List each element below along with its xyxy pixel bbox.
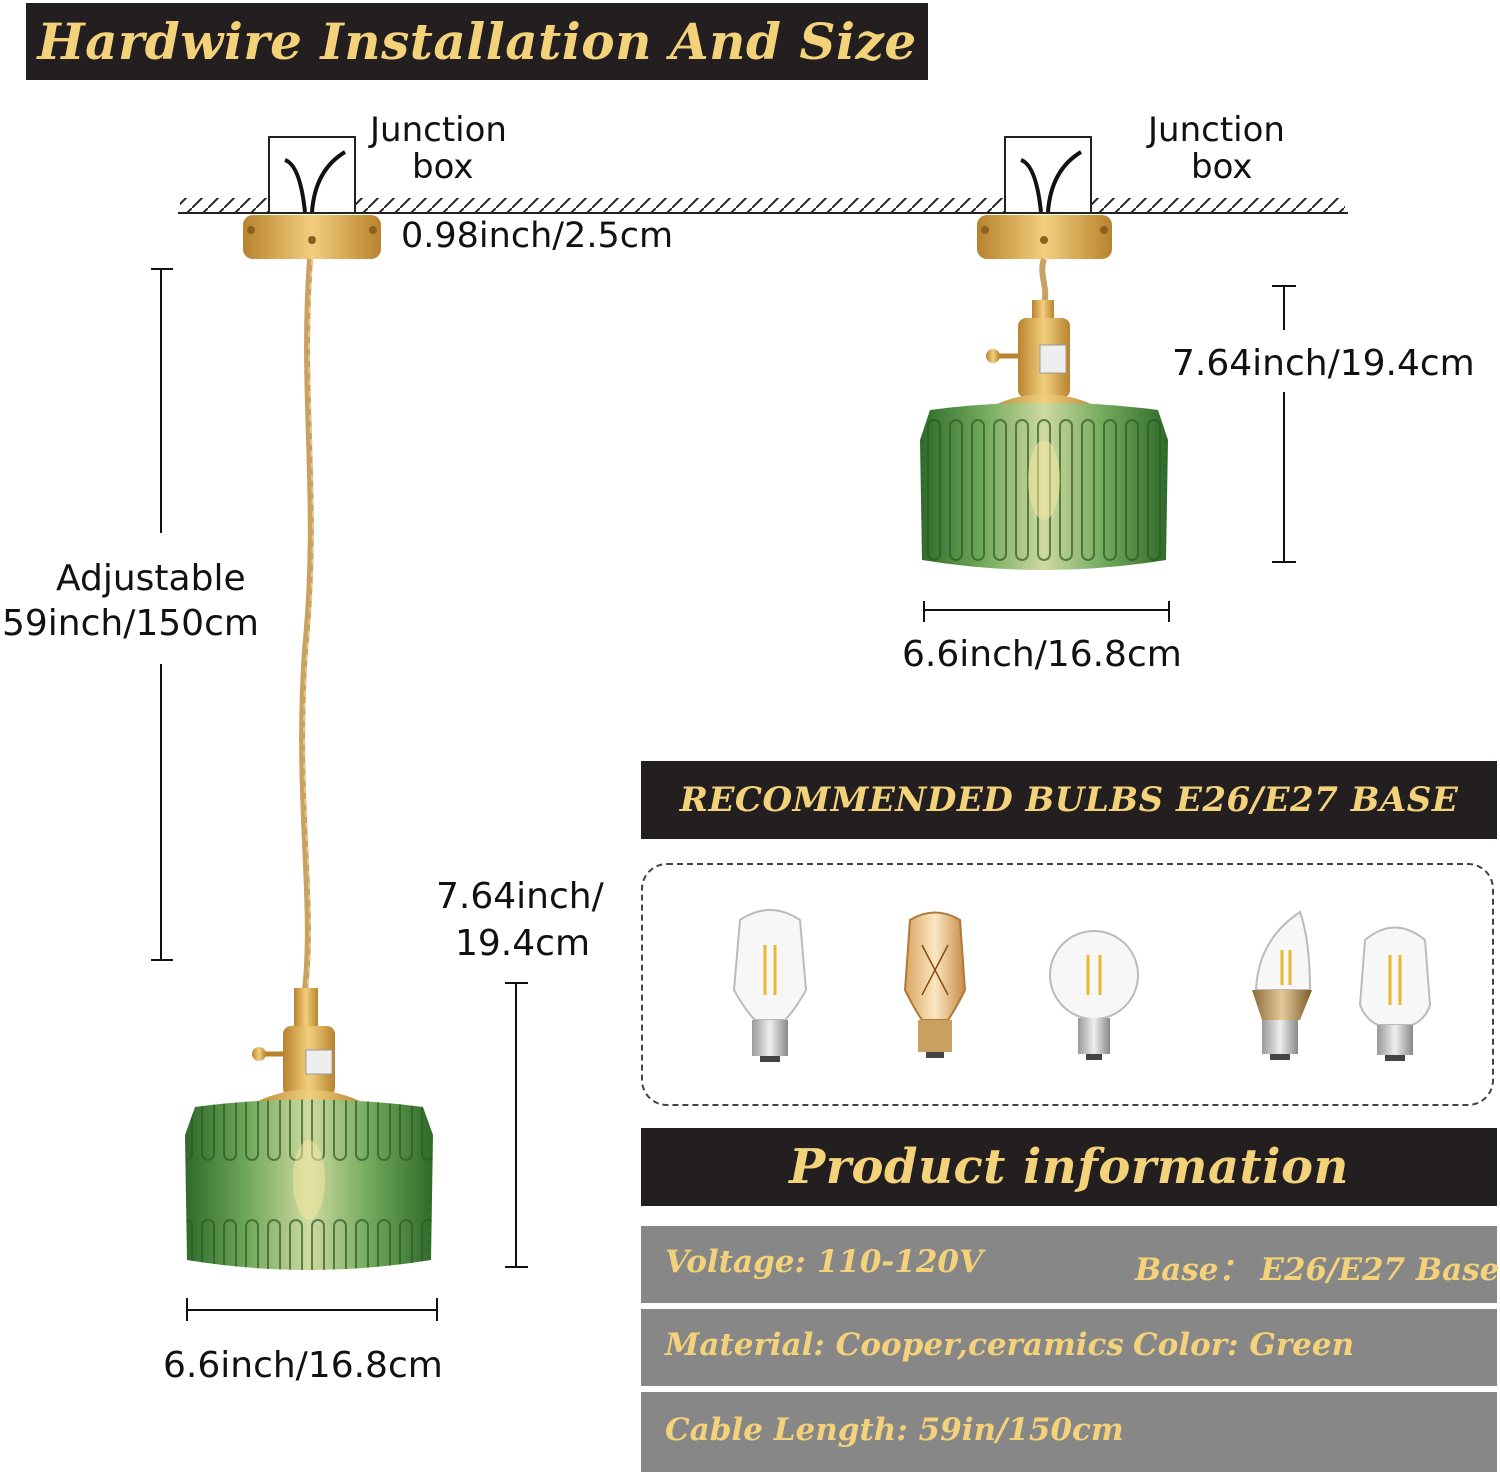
- cable-label-2: 59inch/150cm: [2, 603, 259, 644]
- left-junction-label-2: box: [412, 147, 474, 187]
- right-lamp: [920, 300, 1168, 570]
- product-info-banner: Product information: [641, 1128, 1497, 1206]
- product-info-title: Product information: [789, 1139, 1349, 1195]
- right-canopy: [977, 215, 1112, 259]
- voltage-text: Voltage: 110-120V: [665, 1244, 984, 1280]
- left-shade-height-label-2: 19.4cm: [455, 923, 591, 964]
- right-junction-label-1: Junction: [1148, 110, 1285, 150]
- base-text: Base： E26/E27 Base: [1135, 1252, 1500, 1288]
- bulb-st58-amber: [903, 911, 967, 1058]
- right-junction-label-2: box: [1191, 147, 1253, 187]
- info-row-3: Cable Length: 59in/150cm: [641, 1392, 1497, 1472]
- color-text: Color: Green: [1133, 1327, 1355, 1363]
- bulb-t45-tubular: [1358, 926, 1432, 1061]
- bulb-g25-globe: [1049, 930, 1139, 1060]
- right-junction-box: [1004, 136, 1092, 214]
- info-row-1: Voltage: 110-120V Base： E26/E27 Base: [641, 1226, 1500, 1303]
- dimension-lines: [151, 268, 1296, 1321]
- right-shade-height-label: 7.64inch/19.4cm: [1172, 343, 1475, 384]
- left-junction-box: [268, 136, 356, 214]
- left-junction-label-1: Junction: [370, 110, 507, 150]
- bulb-panel: [641, 863, 1494, 1106]
- bulb-candle: [1252, 910, 1312, 1060]
- cable-length-text: Cable Length: 59in/150cm: [665, 1412, 1124, 1448]
- left-cable: [299, 258, 314, 991]
- bulbs-title: RECOMMENDED BULBS E26/E27 BASE: [679, 780, 1459, 820]
- info-row-2: Material: Cooper,ceramics Color: Green: [641, 1309, 1497, 1386]
- right-shade-width-label: 6.6inch/16.8cm: [902, 634, 1182, 675]
- canopy-height-label: 0.98inch/2.5cm: [401, 216, 674, 256]
- bulb-st64: [732, 909, 808, 1062]
- left-shade-height-label-1: 7.64inch/: [436, 876, 604, 917]
- bulbs-banner: RECOMMENDED BULBS E26/E27 BASE: [641, 761, 1497, 839]
- material-text: Material: Cooper,ceramics: [665, 1327, 1124, 1363]
- left-canopy: [243, 215, 381, 259]
- page-title: Hardwire Installation And Size: [37, 12, 917, 71]
- left-lamp: [185, 988, 433, 1270]
- left-shade-width-label: 6.6inch/16.8cm: [163, 1345, 443, 1386]
- header-banner: Hardwire Installation And Size: [26, 3, 928, 80]
- cable-label-1: Adjustable: [56, 558, 246, 599]
